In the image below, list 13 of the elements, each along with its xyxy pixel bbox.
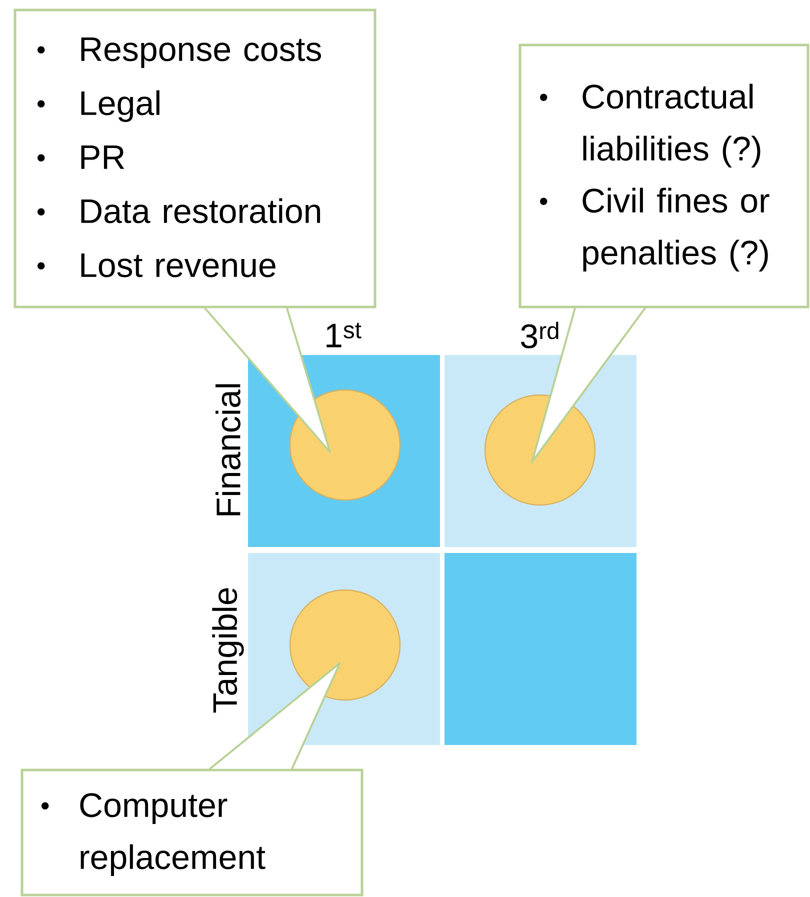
circle <box>289 589 401 701</box>
callout-pointer <box>204 307 331 453</box>
circle <box>289 389 401 501</box>
callout-pointer <box>209 662 341 770</box>
callout-box: Contractual liabilities (?) Civil fines or penalties (?) <box>518 44 810 308</box>
row-label: Tangible <box>212 588 244 713</box>
circle <box>484 394 596 506</box>
callout-pointer <box>531 307 646 463</box>
callout-box: Response costs Legal PR Data restoration Lost revenue <box>14 8 376 308</box>
quadrant-square <box>444 553 636 745</box>
column-label: 3$^{rd}$ <box>521 322 558 348</box>
row-label: Financial <box>216 384 240 516</box>
column-label: 1$^{st}$ <box>326 322 362 348</box>
